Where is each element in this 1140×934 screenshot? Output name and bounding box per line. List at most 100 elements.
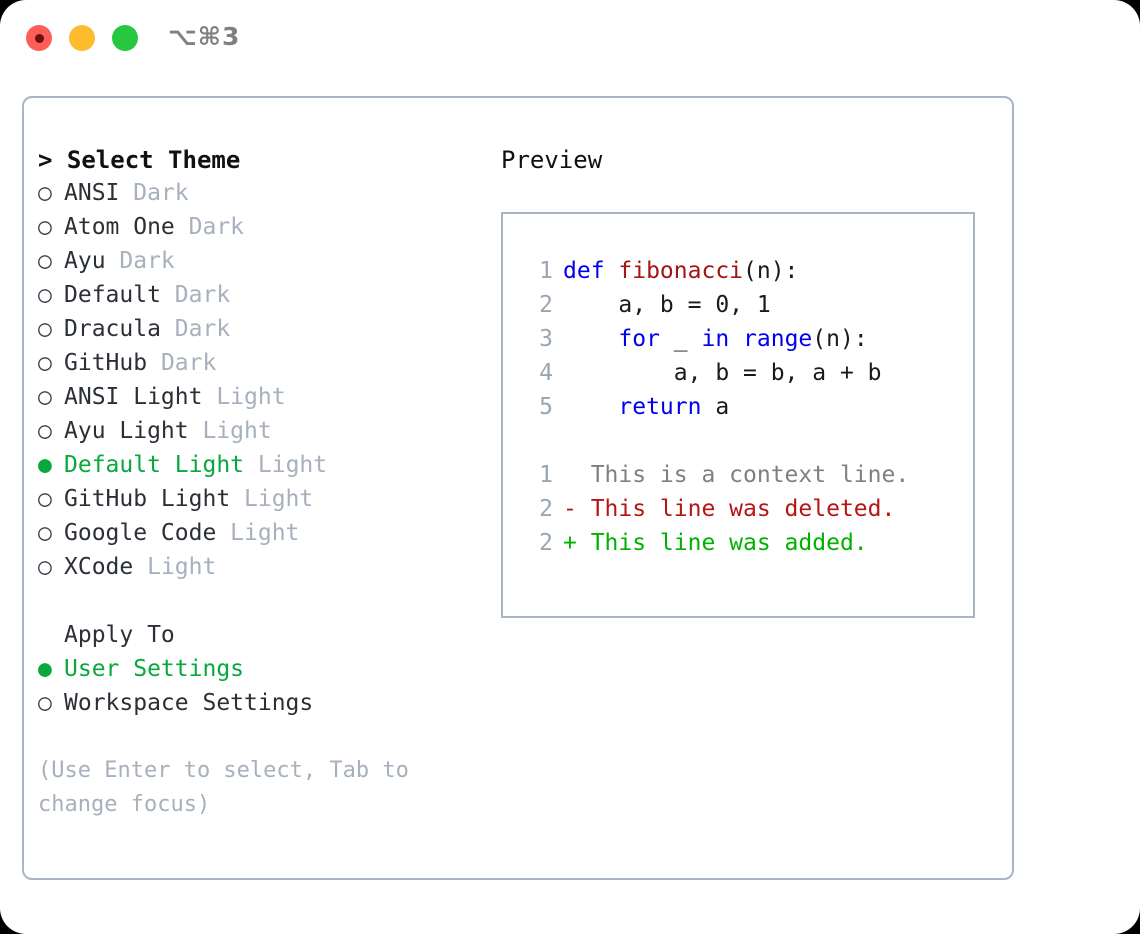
theme-option-tag: Dark bbox=[174, 282, 231, 308]
theme-option-label: Dracula bbox=[64, 316, 175, 342]
theme-option-tag: Light bbox=[244, 486, 314, 512]
theme-option-tag: Light bbox=[230, 520, 300, 546]
theme-option-default[interactable]: ○ Default Dark bbox=[38, 282, 498, 316]
apply-to-option-label: Workspace Settings bbox=[64, 690, 314, 716]
theme-option-label: GitHub bbox=[64, 350, 161, 376]
theme-option-google-code[interactable]: ○ Google Code Light bbox=[38, 520, 498, 554]
preview-heading: Preview bbox=[501, 146, 603, 174]
line-number: 2 bbox=[539, 530, 553, 556]
line-number: 5 bbox=[539, 394, 553, 420]
code-token bbox=[729, 326, 743, 352]
radio-unselected-icon: ○ bbox=[38, 554, 52, 580]
apply-to-option-label: User Settings bbox=[64, 656, 245, 682]
diff-line-add: 2 + This line was added. bbox=[519, 526, 909, 560]
theme-list[interactable]: ○ANSI Dark○Atom One Dark○Ayu Dark○Defaul… bbox=[38, 180, 498, 588]
theme-option-github-light[interactable]: ○ GitHub Light Light bbox=[38, 486, 498, 520]
theme-option-label: GitHub Light bbox=[64, 486, 245, 512]
apply-to-list[interactable]: ● User Settings ○ Workspace Settings bbox=[38, 656, 498, 724]
code-token bbox=[563, 394, 618, 420]
theme-option-tag: Light bbox=[202, 418, 272, 444]
radio-unselected-icon: ○ bbox=[38, 520, 52, 546]
theme-option-dracula[interactable]: ○ Dracula Dark bbox=[38, 316, 498, 350]
apply-to-option-workspace-settings[interactable]: ○ Workspace Settings bbox=[38, 690, 498, 724]
theme-option-label: Default bbox=[64, 282, 175, 308]
radio-unselected-icon: ○ bbox=[38, 248, 52, 274]
radio-unselected-icon: ○ bbox=[38, 214, 52, 240]
theme-option-ansi[interactable]: ○ ANSI Dark bbox=[38, 180, 498, 214]
theme-option-tag: Light bbox=[147, 554, 217, 580]
theme-option-tag: Dark bbox=[133, 180, 189, 206]
diff-text: This is a context line. bbox=[563, 462, 910, 488]
theme-option-tag: Light bbox=[216, 384, 286, 410]
title-bar: ⌥⌘3 bbox=[0, 0, 1140, 78]
code-token bbox=[563, 326, 618, 352]
code-token: (n): bbox=[812, 326, 868, 352]
code-token: in bbox=[701, 326, 730, 352]
theme-option-ayu[interactable]: ○ Ayu Dark bbox=[38, 248, 498, 282]
theme-option-tag: Dark bbox=[188, 214, 245, 240]
code-line: 4 a, b = b, a + b bbox=[519, 356, 909, 390]
list-spacer bbox=[38, 588, 498, 622]
theme-option-label: Ayu bbox=[64, 248, 120, 274]
theme-option-label: Default Light bbox=[64, 452, 258, 478]
diff-text: - This line was deleted. bbox=[563, 496, 896, 522]
shortcut-label: ⌥⌘3 bbox=[168, 22, 241, 51]
theme-option-tag: Dark bbox=[119, 248, 175, 274]
theme-option-tag: Light bbox=[257, 452, 328, 478]
radio-unselected-icon: ○ bbox=[38, 690, 52, 716]
code-line: 2 a, b = 0, 1 bbox=[519, 288, 909, 322]
theme-option-tag: Dark bbox=[174, 316, 231, 342]
theme-selector-column: > Select Theme ○ANSI Dark○Atom One Dark○… bbox=[38, 146, 498, 822]
diff-text: + This line was added. bbox=[563, 530, 868, 556]
radio-unselected-icon: ○ bbox=[38, 418, 52, 444]
radio-unselected-icon: ○ bbox=[38, 486, 52, 512]
code-line: 3 for _ in range(n): bbox=[519, 322, 909, 356]
theme-option-label: ANSI bbox=[64, 180, 134, 206]
dialog-panel: > Select Theme ○ANSI Dark○Atom One Dark○… bbox=[22, 96, 1014, 880]
diff-line-del: 2- This line was deleted. bbox=[519, 492, 909, 526]
code-token: _ bbox=[659, 326, 702, 352]
line-number: 3 bbox=[539, 326, 553, 352]
code-token: return bbox=[618, 394, 702, 420]
minimize-button[interactable] bbox=[69, 25, 95, 51]
apply-to-heading: Apply To bbox=[64, 622, 175, 648]
code-token: a, b = 0, 1 bbox=[563, 292, 771, 318]
theme-option-tag: Dark bbox=[160, 350, 217, 376]
radio-unselected-icon: ○ bbox=[38, 316, 52, 342]
theme-option-ansi-light[interactable]: ○ANSI Light Light bbox=[38, 384, 498, 418]
theme-option-xcode[interactable]: ○ XCode Light bbox=[38, 554, 498, 588]
close-button[interactable] bbox=[26, 25, 52, 51]
theme-option-github[interactable]: ○ GitHub Dark bbox=[38, 350, 498, 384]
theme-option-label: XCode bbox=[64, 554, 148, 580]
maximize-button[interactable] bbox=[112, 25, 138, 51]
theme-option-default-light[interactable]: ● Default Light Light bbox=[38, 452, 498, 486]
radio-selected-icon: ● bbox=[38, 452, 52, 478]
theme-option-ayu-light[interactable]: ○ Ayu Light Light bbox=[38, 418, 498, 452]
radio-selected-icon: ● bbox=[38, 656, 52, 682]
code-gap bbox=[519, 424, 909, 458]
code-token: a, b = b, a + b bbox=[563, 360, 882, 386]
theme-option-atom-one[interactable]: ○Atom One Dark bbox=[38, 214, 498, 248]
radio-unselected-icon: ○ bbox=[38, 350, 52, 376]
theme-option-label: Google Code bbox=[64, 520, 231, 546]
code-token: for bbox=[618, 326, 660, 352]
theme-option-label: ANSI Light bbox=[64, 384, 217, 410]
line-number: 1 bbox=[539, 258, 553, 284]
line-number: 1 bbox=[539, 462, 553, 488]
line-number: 4 bbox=[539, 360, 553, 386]
code-token: def bbox=[563, 258, 619, 284]
apply-to-option-user-settings[interactable]: ● User Settings bbox=[38, 656, 498, 690]
window-controls bbox=[26, 25, 138, 51]
keyboard-hint: (Use Enter to select, Tab to change focu… bbox=[38, 758, 423, 817]
code-token: range bbox=[743, 326, 813, 352]
radio-unselected-icon: ○ bbox=[38, 180, 52, 206]
radio-unselected-icon: ○ bbox=[38, 282, 52, 308]
select-theme-heading: > Select Theme bbox=[38, 146, 241, 174]
panel-columns: > Select Theme ○ANSI Dark○Atom One Dark○… bbox=[24, 98, 1012, 878]
theme-option-label: Ayu Light bbox=[64, 418, 203, 444]
